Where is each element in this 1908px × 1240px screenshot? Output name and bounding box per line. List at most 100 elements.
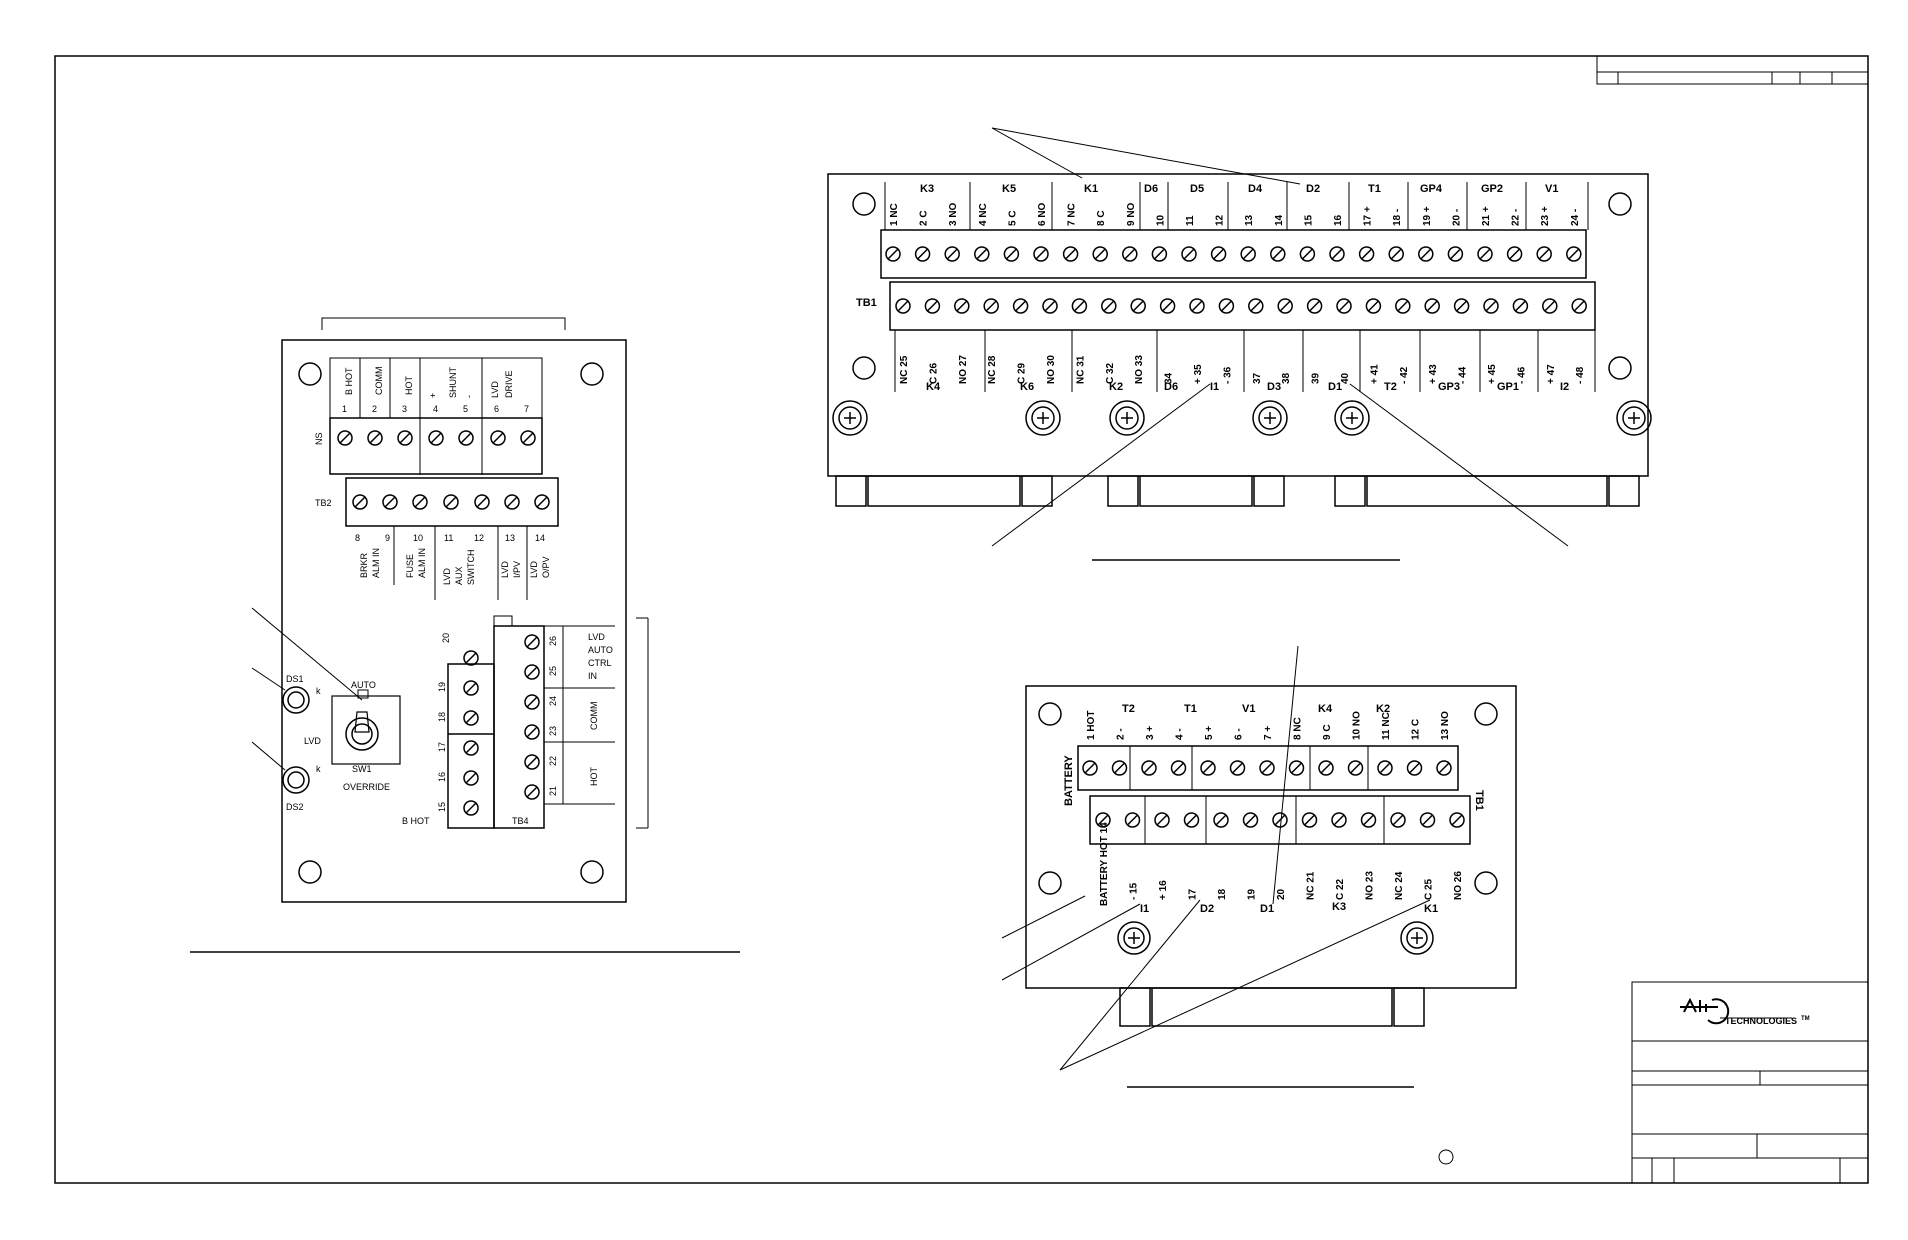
tb1s-bottom-screw-4-slot [1185, 814, 1198, 826]
tb1l-bottom-terminal-30: NO 30 [1046, 355, 1057, 384]
tb1l-bottom-screw-7 [1071, 298, 1088, 314]
tb1s-top-screw-8-slot [1290, 762, 1303, 774]
tb1s-top-terminal-6: 6 - [1234, 728, 1245, 740]
tb1l-top-screw-21-slot [1479, 248, 1491, 260]
tb1s-top-terminal-3: 3 + [1145, 726, 1156, 740]
tb1l-bottom-screw-17-slot [1367, 300, 1379, 312]
tb1l-bottom-terminal-34: 34 [1164, 372, 1175, 384]
tb4-num-25: 25 [548, 666, 558, 676]
tb1l-group-d4: D4 [1248, 183, 1263, 195]
tb1l-top-terminal-7: 7 NC [1067, 203, 1078, 226]
tb1s-top-screw-12 [1406, 760, 1423, 776]
tb1s-bottom-screw-7-slot [1274, 814, 1286, 826]
tb1s-bottom-screw-6 [1242, 812, 1259, 828]
tb1l-bottom-screw-4-slot [985, 300, 997, 312]
tb1s-top-screw-11 [1377, 760, 1393, 776]
tb1s-top-screw-8 [1288, 760, 1305, 776]
tb1l-top-screw-18-slot [1390, 248, 1402, 260]
tb1l-group-k5: K5 [1002, 183, 1016, 195]
tb1l-group-gp1: GP1 [1497, 381, 1519, 393]
tb1l-top-screw-10 [1151, 246, 1168, 262]
tb1l-top-screw-21 [1477, 246, 1493, 262]
tb1s-top-screw-13-slot [1438, 762, 1450, 774]
tb2-top-num-5: 5 [463, 404, 468, 414]
tb1l-group-gp4: GP4 [1420, 183, 1443, 195]
tb1l-bottom-terminal-46: - 46 [1516, 366, 1527, 384]
tb1l-top-terminal-12: 12 [1215, 214, 1226, 226]
tb2-bottom-num-11: 11 [444, 533, 453, 543]
tb1l-bottom-terminal-39: 39 [1311, 372, 1322, 384]
tb1l-top-terminal-11: 11 [1185, 215, 1196, 226]
tb1l-bottom-terminal-26: C 26 [928, 362, 939, 384]
tb1s-top-terminal-1: 1 HOT [1086, 711, 1097, 740]
tb1l-top-terminal-20: 20 - [1451, 209, 1462, 226]
tb1l-top-screw-22-slot [1509, 248, 1521, 260]
tb1l-bottom-terminal-37: 37 [1252, 372, 1263, 384]
tb1s-bottom-screw-3 [1154, 812, 1170, 828]
tb1s-bottom-terminal-20: 20 [1276, 888, 1287, 900]
tb4-num-20: 20 [441, 633, 451, 643]
tb1l-bottom-screw-2-slot [926, 300, 938, 312]
tb1l-bottom-screw-13 [1248, 298, 1264, 314]
tb2-top-num-6: 6 [494, 404, 499, 414]
tb1s-top-screw-5-slot [1202, 762, 1214, 774]
tb1l-bottom-screw-11-slot [1191, 300, 1203, 312]
tb1l-group-d3: D3 [1267, 381, 1281, 393]
tb1l-bottom-screw-9-slot [1132, 300, 1144, 312]
tb1l-bottom-terminal-31: NC 31 [1075, 355, 1086, 384]
tb1l-top-screw-4-slot [976, 248, 988, 260]
tb1l-bottom-screw-16 [1336, 298, 1352, 314]
tb1s-group-k3: K3 [1332, 901, 1346, 913]
tb1s-top-screw-10 [1347, 760, 1364, 776]
tb1l-top-screw-12 [1210, 246, 1227, 262]
tb1s-top-screw-12-slot [1408, 762, 1421, 774]
tb4-num-16: 16 [437, 772, 447, 782]
tb1l-bottom-screw-12 [1218, 298, 1235, 314]
tb1l-top-terminal-21: 21 + [1481, 206, 1492, 226]
tb1s-top-screw-1-slot [1084, 762, 1096, 774]
tb1l-group-d1: D1 [1328, 381, 1342, 393]
tb2-label-switch: SWITCH [466, 550, 476, 586]
tb2-top-num-4: 4 [433, 404, 438, 414]
tb1s-bottom-terminal-25: C 25 [1424, 878, 1435, 900]
ds1-label: DS1 [286, 674, 304, 684]
tb1l-bottom-screw-18-slot [1397, 300, 1409, 312]
tb2-label-lvd-ipv: LVD [500, 561, 510, 578]
tb1l-top-screw-2 [914, 246, 931, 262]
tb2-header-plus: + [428, 393, 438, 398]
tb1l-top-screw-4 [974, 246, 990, 262]
tb1s-top-screw-11-slot [1379, 762, 1391, 774]
tb1s-group-t1: T1 [1184, 703, 1197, 715]
tb2-header-lvd: LVD [490, 381, 500, 398]
tb1l-bottom-screw-19 [1424, 298, 1440, 314]
tb2-label-opv: O/PV [541, 556, 551, 578]
ds2-k-label: k [316, 764, 321, 774]
title-block [1631, 981, 1869, 1184]
tb4-num-23: 23 [548, 726, 558, 736]
tb1s-group-v1: V1 [1242, 703, 1255, 715]
tb2-label-alm-in-2: ALM IN [417, 548, 427, 578]
tb1l-group-t1: T1 [1368, 183, 1381, 195]
tb1l-group-k1: K1 [1084, 183, 1098, 195]
tb1l-top-terminal-22: 22 - [1511, 209, 1522, 226]
tb2-top-num-3: 3 [402, 404, 407, 414]
tb1s-bottom-screw-8 [1301, 812, 1318, 828]
tb2-label-fuse: FUSE [405, 554, 415, 578]
tb1l-group-v1: V1 [1545, 183, 1558, 195]
tb2-top-num-2: 2 [372, 404, 377, 414]
tb2-label: TB2 [315, 498, 332, 508]
tb2-top-num-1: 1 [342, 404, 347, 414]
tb1s-bottom-terminal-24: NC 24 [1394, 871, 1405, 900]
tb1l-top-screw-2-slot [917, 248, 929, 260]
tb1s-bottom-screw-8-slot [1303, 814, 1316, 826]
tb1l-bottom-screw-14 [1277, 298, 1293, 314]
tb1s-bottom-terminal-26: NO 26 [1453, 871, 1464, 900]
tb4-num-24: 24 [548, 696, 558, 706]
tb1l-bottom-screw-3-slot [956, 300, 968, 312]
tb1s-top-screw-10-slot [1349, 762, 1362, 774]
tb1s-bottom-screw-12 [1419, 812, 1436, 828]
tb2-board-outline [281, 339, 627, 903]
tb1s-top-terminal-7: 7 + [1263, 726, 1274, 740]
tb1s-top-terminal-13: 13 NO [1440, 711, 1451, 740]
